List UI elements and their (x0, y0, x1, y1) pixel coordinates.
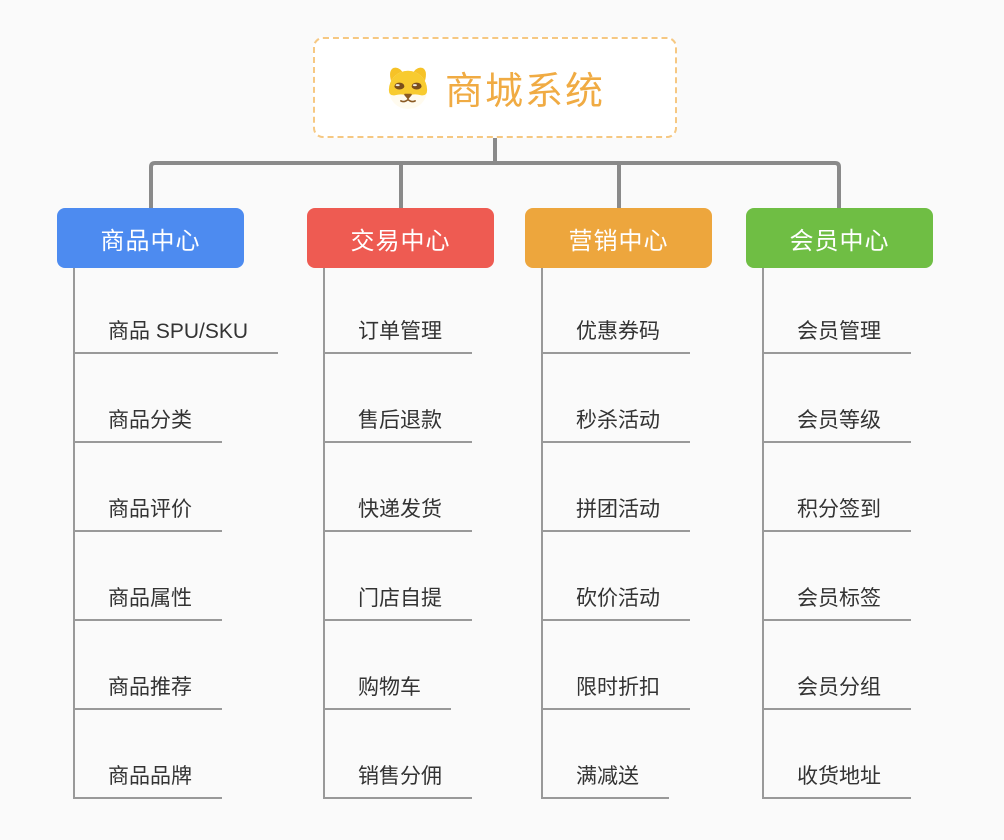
leaf-node[interactable]: 销售分佣 (325, 760, 472, 799)
leaf-node[interactable]: 商品品牌 (75, 760, 222, 799)
branch-node-trade[interactable]: 交易中心 (307, 208, 494, 268)
leaf-node[interactable]: 购物车 (325, 671, 451, 710)
leaf-node[interactable]: 商品分类 (75, 404, 222, 443)
leaf-list: 商品 SPU/SKU 商品分类 商品评价 商品属性 商品推荐 商品品牌 (73, 268, 279, 799)
leaf-row: 会员分组 (764, 621, 933, 710)
branch-column-products: 商品中心 商品 SPU/SKU 商品分类 商品评价 商品属性 商品推荐 商品品牌 (57, 208, 279, 799)
leaf-node[interactable]: 砍价活动 (543, 582, 690, 621)
leaf-row: 商品评价 (75, 443, 244, 532)
leaf-node[interactable]: 门店自提 (325, 582, 472, 621)
branch-node-products[interactable]: 商品中心 (57, 208, 244, 268)
leaf-node[interactable]: 会员等级 (764, 404, 911, 443)
branch-column-trade: 交易中心 订单管理 售后退款 快递发货 门店自提 购物车 销售分佣 (307, 208, 494, 799)
leaf-row: 收货地址 (764, 710, 933, 799)
leaf-node[interactable]: 订单管理 (325, 315, 472, 354)
leaf-node[interactable]: 优惠券码 (543, 315, 690, 354)
branch-node-marketing[interactable]: 营销中心 (525, 208, 712, 268)
leaf-row: 商品属性 (75, 532, 244, 621)
root-node[interactable]: 商城系统 (313, 37, 677, 138)
leaf-row: 会员标签 (764, 532, 933, 621)
leaf-row: 购物车 (325, 621, 494, 710)
leaf-node[interactable]: 商品 SPU/SKU (75, 315, 279, 354)
leaf-row: 销售分佣 (325, 710, 494, 799)
leaf-row: 拼团活动 (543, 443, 712, 532)
leaf-node[interactable]: 积分签到 (764, 493, 911, 532)
leaf-row: 门店自提 (325, 532, 494, 621)
leaf-row: 砍价活动 (543, 532, 712, 621)
leaf-node[interactable]: 会员管理 (764, 315, 911, 354)
leaf-row: 优惠券码 (543, 268, 712, 354)
root-title: 商城系统 (444, 71, 605, 113)
branch-column-members: 会员中心 会员管理 会员等级 积分签到 会员标签 会员分组 收货地址 (746, 208, 933, 799)
leaf-node[interactable]: 拼团活动 (543, 493, 690, 532)
leaf-node[interactable]: 商品评价 (75, 493, 222, 532)
leaf-row: 满减送 (543, 710, 712, 799)
leaf-node[interactable]: 满减送 (543, 760, 669, 799)
branch-node-members[interactable]: 会员中心 (746, 208, 933, 268)
leaf-list: 优惠券码 秒杀活动 拼团活动 砍价活动 限时折扣 满减送 (541, 268, 712, 799)
leaf-list: 会员管理 会员等级 积分签到 会员标签 会员分组 收货地址 (762, 268, 933, 799)
branch-column-marketing: 营销中心 优惠券码 秒杀活动 拼团活动 砍价活动 限时折扣 满减送 (525, 208, 712, 799)
leaf-row: 商品 SPU/SKU (75, 268, 279, 354)
leaf-node[interactable]: 售后退款 (325, 404, 472, 443)
leaf-row: 积分签到 (764, 443, 933, 532)
leaf-node[interactable]: 会员标签 (764, 582, 911, 621)
leaf-list: 订单管理 售后退款 快递发货 门店自提 购物车 销售分佣 (323, 268, 494, 799)
leaf-row: 售后退款 (325, 354, 494, 443)
leaf-row: 秒杀活动 (543, 354, 712, 443)
leaf-row: 商品推荐 (75, 621, 244, 710)
leaf-node[interactable]: 收货地址 (764, 760, 911, 799)
leaf-row: 快递发货 (325, 443, 494, 532)
leaf-row: 订单管理 (325, 268, 494, 354)
leaf-row: 商品品牌 (75, 710, 244, 799)
branch-label: 会员中心 (789, 227, 890, 255)
leaf-node[interactable]: 秒杀活动 (543, 404, 690, 443)
branch-bus-line (149, 161, 841, 208)
leaf-node[interactable]: 会员分组 (764, 671, 911, 710)
leaf-node[interactable]: 快递发货 (325, 493, 472, 532)
branch-label: 商品中心 (100, 227, 201, 255)
leaf-row: 商品分类 (75, 354, 244, 443)
leaf-row: 会员管理 (764, 268, 933, 354)
leaf-node[interactable]: 商品属性 (75, 582, 222, 621)
branch-label: 营销中心 (568, 227, 669, 255)
leaf-node[interactable]: 限时折扣 (543, 671, 690, 710)
leaf-row: 限时折扣 (543, 621, 712, 710)
dog-face-icon (385, 66, 431, 110)
leaf-node[interactable]: 商品推荐 (75, 671, 222, 710)
leaf-row: 会员等级 (764, 354, 933, 443)
branch-label: 交易中心 (350, 227, 451, 255)
